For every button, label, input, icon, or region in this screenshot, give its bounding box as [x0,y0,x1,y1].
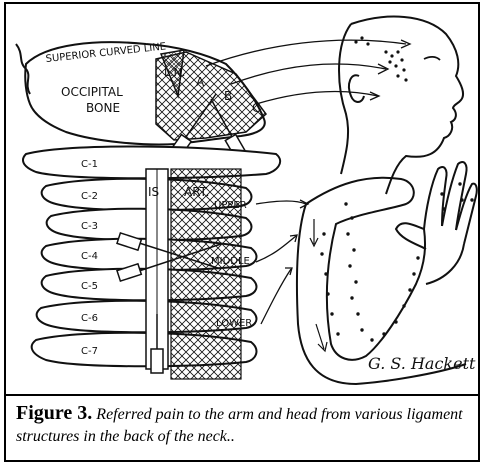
c7-label: C-7 [81,346,98,357]
c6-label: C-6 [81,313,98,324]
arm-outline [306,178,425,360]
upper-label: UPPER [214,200,247,211]
hand-fingers [396,162,477,284]
middle-label: MIDDLE [211,256,250,267]
caption-figure-label: Figure 3. [16,402,92,424]
figure-frame: SUPERIOR CURVED LINE OCCIPITAL BONE L.N.… [4,2,480,462]
ln-label: L.N. [164,66,185,79]
art-label: ART. [184,185,209,199]
superior-curved-line-label: SUPERIOR CURVED LINE [45,41,166,65]
c1-label: C-1 [81,159,98,170]
arm-inner-arrows [310,219,327,351]
b-label: B [224,89,232,103]
c4-label: C-4 [81,251,98,262]
back-of-head [339,24,351,174]
bone-label: BONE [86,101,120,115]
ligament-illustration: SUPERIOR CURVED LINE OCCIPITAL BONE L.N.… [6,4,478,396]
a-label: A [196,75,205,89]
c2-label: C-2 [81,191,98,202]
skull-edge [16,44,30,94]
figure-caption: Figure 3. Referred pain to the arm and h… [16,402,472,448]
eye [424,57,440,60]
lower-label: LOWER [216,318,252,329]
is-label: IS [148,185,159,199]
illustration-svg: SUPERIOR CURVED LINE OCCIPITAL BONE L.N.… [6,4,478,394]
artist-signature: G. S. Hackett [368,354,476,373]
occipital-label: OCCIPITAL [61,85,123,99]
c5-label: C-5 [81,281,98,292]
c3-label: C-3 [81,221,98,232]
referral-arrows-arm [256,200,308,324]
ear [349,75,364,102]
